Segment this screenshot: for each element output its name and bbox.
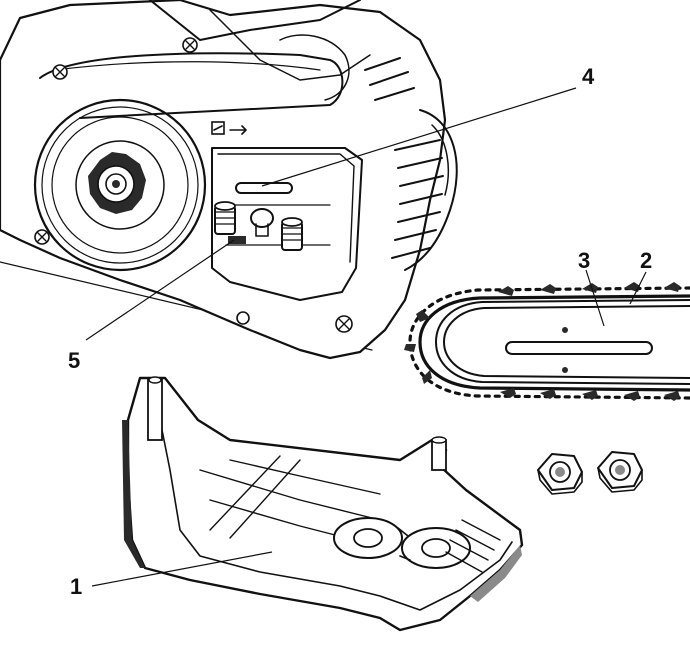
callout-5: 5 xyxy=(68,348,80,373)
leader-4 xyxy=(261,87,577,187)
bar-mounting-plate xyxy=(211,147,363,301)
callout-2: 2 xyxy=(640,248,652,273)
chain-cutters-nose xyxy=(404,310,432,384)
leader-1 xyxy=(91,551,273,587)
leader-3 xyxy=(585,269,605,327)
bar-nuts xyxy=(537,451,643,495)
leader-lines xyxy=(85,87,647,587)
mounting-studs xyxy=(214,201,303,251)
guide-bar-and-chain xyxy=(404,282,690,401)
cover-bosses xyxy=(333,517,471,569)
bar-nut-left xyxy=(537,453,583,495)
housing-screws xyxy=(34,37,353,333)
cooling-fins xyxy=(364,57,444,259)
sprocket-cover xyxy=(122,376,524,632)
leader-5 xyxy=(85,239,235,341)
chain-cutters-bottom xyxy=(500,388,680,401)
chainsaw-body xyxy=(0,0,458,360)
callout-1: 1 xyxy=(70,574,82,599)
clutch-drum xyxy=(33,98,207,272)
chain-direction-symbol xyxy=(211,121,247,135)
callout-3: 3 xyxy=(578,248,590,273)
callout-4: 4 xyxy=(582,64,595,89)
callout-labels: 4 5 3 2 1 xyxy=(68,64,652,599)
bar-nut-right xyxy=(597,451,643,493)
chain-cutters-top xyxy=(498,282,680,296)
leader-2 xyxy=(629,271,647,305)
